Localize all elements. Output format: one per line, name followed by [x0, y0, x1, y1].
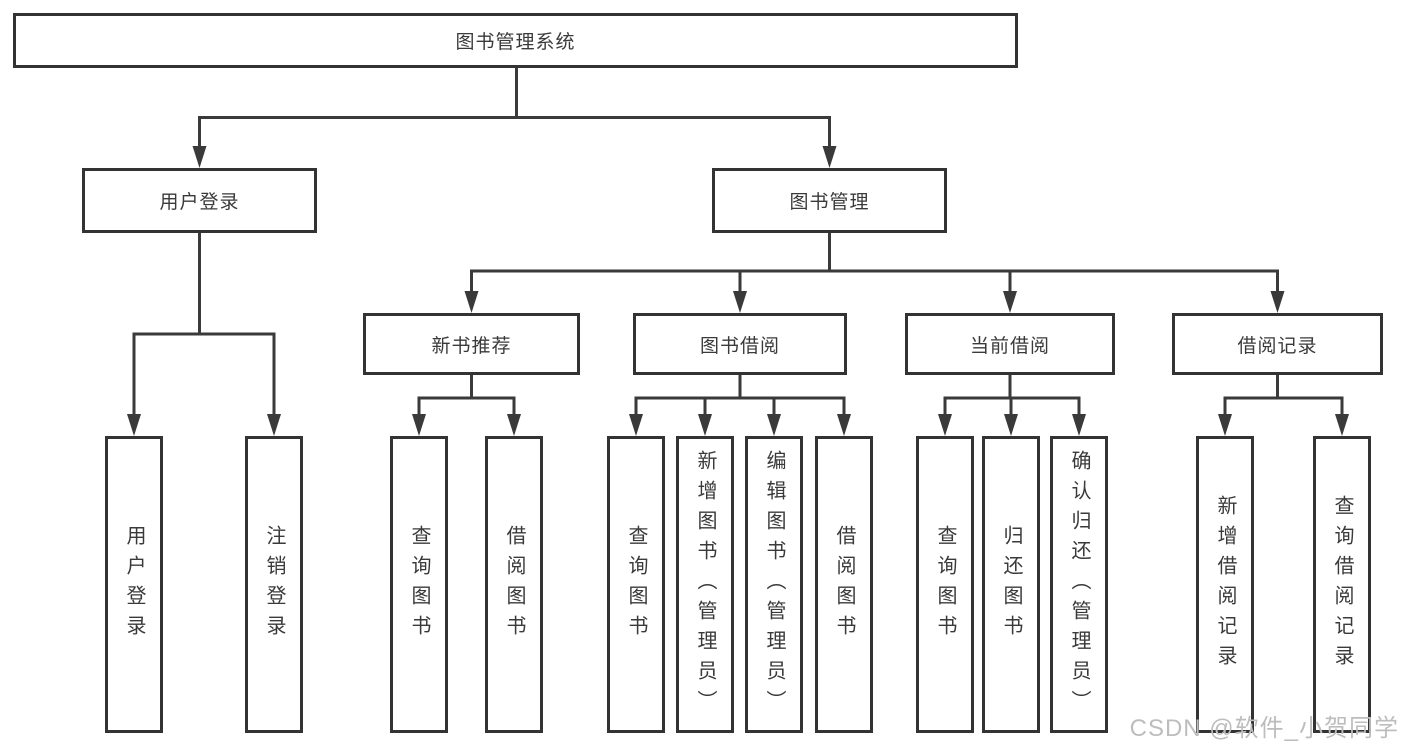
leaf-query-borrow-record: 查询借阅记录 [1313, 436, 1371, 733]
node-book-borrow: 图书借阅 [633, 313, 847, 375]
node-borrow-records: 借阅记录 [1172, 313, 1383, 375]
leaf-query-books-recommend: 查询图书 [390, 436, 448, 733]
leaf-user-login: 用户登录 [105, 436, 163, 733]
node-label: 查询图书 [408, 524, 430, 645]
leaf-add-borrow-record: 新增借阅记录 [1196, 436, 1254, 733]
leaf-return-books: 归还图书 [982, 436, 1040, 733]
leaf-logout: 注销登录 [245, 436, 303, 733]
node-book-management: 图书管理 [712, 168, 947, 233]
node-label: 图书借阅 [699, 335, 780, 357]
node-label: 图书管理 [789, 192, 870, 213]
leaf-query-books-borrow: 查询图书 [607, 436, 665, 733]
node-label: 借阅记录 [1237, 335, 1318, 357]
node-label: 新增借阅记录 [1214, 494, 1236, 675]
node-label: 新书推荐 [431, 335, 512, 357]
node-label: 当前借阅 [969, 335, 1050, 357]
node-label: 用户登录 [159, 192, 240, 213]
node-label: 用户登录 [123, 524, 145, 645]
leaf-borrow-books-recommend: 借阅图书 [485, 436, 543, 733]
leaf-borrow-books: 借阅图书 [815, 436, 873, 733]
node-label: 查询图书 [625, 524, 647, 645]
leaf-query-books-current: 查询图书 [916, 436, 974, 733]
leaf-add-book-admin: 新增图书（管理员） [676, 436, 734, 733]
node-label: 图书管理系统 [455, 32, 576, 53]
node-label: 注销登录 [263, 524, 285, 645]
node-label: 编辑图书（管理员） [763, 449, 785, 720]
node-label: 借阅图书 [503, 524, 525, 645]
node-user-login: 用户登录 [82, 168, 317, 233]
csdn-watermark: CSDN @软件_小贺同学 [1129, 715, 1399, 742]
leaf-edit-book-admin: 编辑图书（管理员） [745, 436, 803, 733]
node-label: 借阅图书 [833, 524, 855, 645]
node-label: 确认归还（管理员） [1068, 449, 1090, 720]
node-label: 归还图书 [1000, 524, 1022, 645]
node-label: 新增图书（管理员） [694, 449, 716, 720]
node-library-management-system: 图书管理系统 [13, 13, 1018, 68]
node-label: 查询借阅记录 [1331, 494, 1353, 675]
node-current-borrow: 当前借阅 [905, 313, 1115, 375]
node-label: 查询图书 [934, 524, 956, 645]
node-new-book-recommend: 新书推荐 [363, 313, 580, 375]
leaf-confirm-return-admin: 确认归还（管理员） [1050, 436, 1108, 733]
